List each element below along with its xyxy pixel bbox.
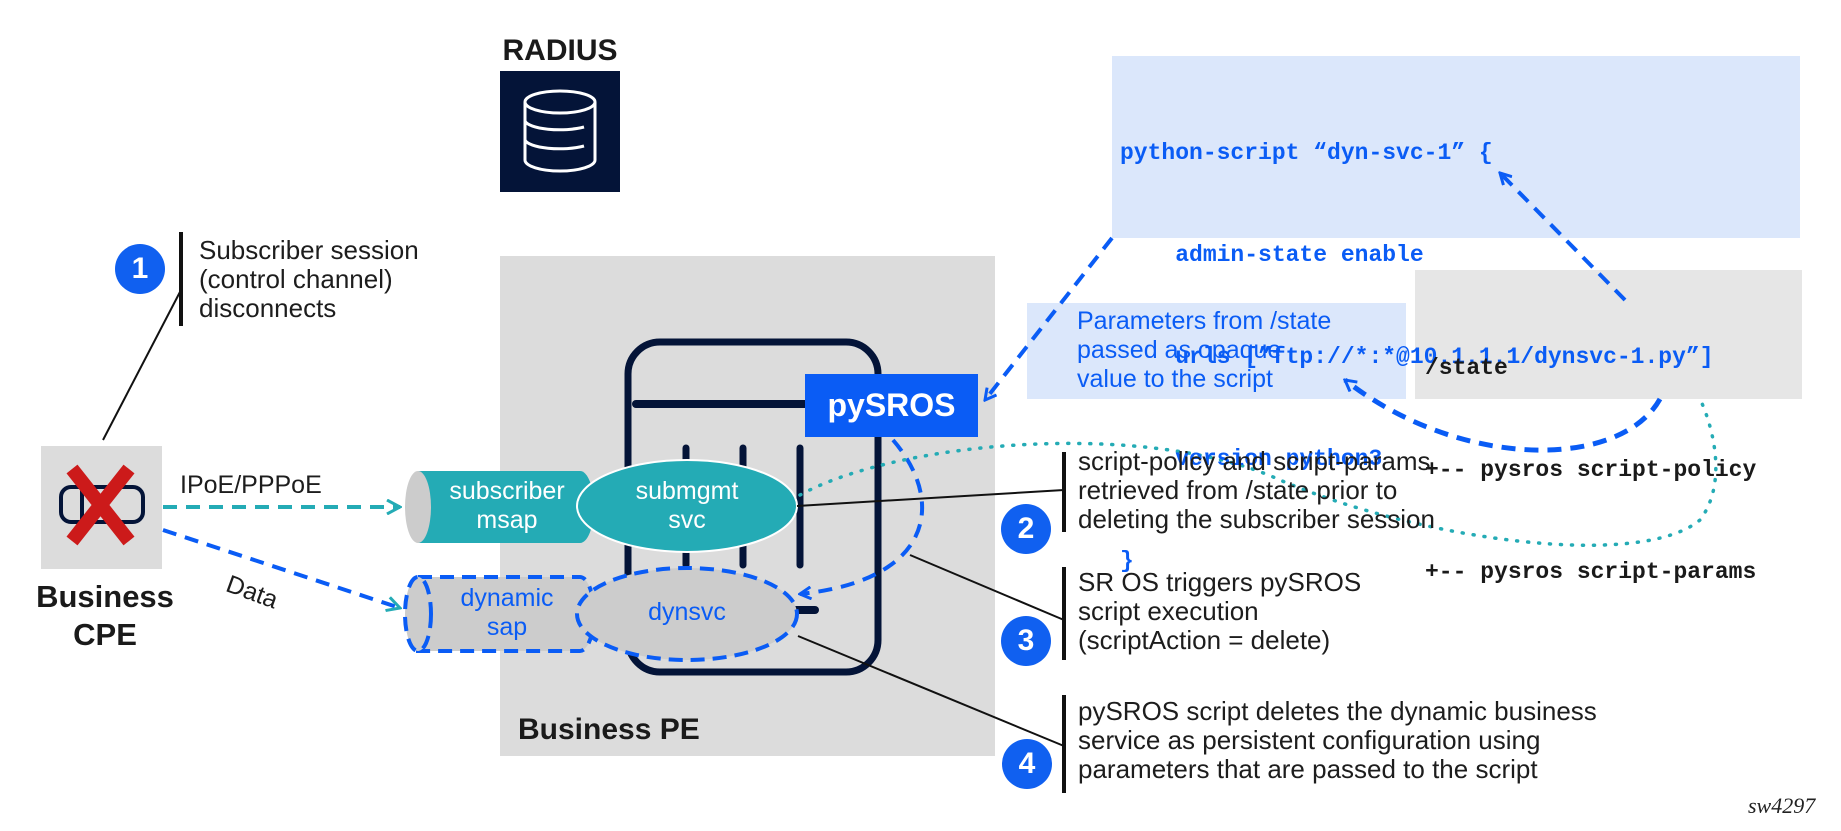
state-box [1415, 270, 1802, 399]
state-tree: /state +-- pysros script-policy +-- pysr… [1425, 283, 1756, 623]
radius-database-icon [500, 71, 620, 192]
dynsvc-label: dynsvc [648, 598, 726, 626]
step-line: script-policy and script-params [1078, 446, 1431, 476]
dynamic-sap-line2: sap [486, 613, 528, 641]
params-note-text: Parameters from /state passed as opaque … [1077, 307, 1331, 394]
step-line: disconnects [199, 293, 337, 323]
radius-label: RADIUS [502, 34, 618, 67]
step-3-badge: 3 [1001, 616, 1051, 666]
red-x-icon [66, 464, 135, 546]
dynsvc-ellipse [575, 566, 799, 662]
step-4-text: pySROS script deletes the dynamic busine… [1078, 697, 1597, 784]
python-script-box [1112, 56, 1800, 238]
params-line: passed as opaque [1077, 336, 1282, 364]
code-line: admin-state enable [1120, 242, 1424, 268]
step-4-bar [1062, 695, 1066, 793]
cpe-label-line1: Business [36, 579, 174, 614]
step-line: (control channel) [199, 264, 393, 294]
pysros-to-dynsvc-arrow [800, 438, 924, 594]
step-3-bar [1062, 567, 1066, 660]
ipoe-label: IPoE/PPPoE [180, 471, 322, 499]
subscriber-msap-line1: subscriber [449, 477, 565, 505]
code-line: urls [”ftp://*:*@10.1.1.1/dynsvc-1.py”] [1120, 344, 1714, 370]
step-1-text: Subscriber session (control channel) dis… [199, 236, 419, 323]
step-1-bar [179, 232, 183, 326]
step-line: script execution [1078, 596, 1259, 626]
script-to-pysros-arrow [985, 236, 1114, 400]
subscriber-msap-cylinder [405, 471, 594, 543]
dynamic-sap-label: dynamic sap [432, 584, 582, 642]
state-retrieval-dotted-path [798, 397, 1718, 547]
step-4-badge: 4 [1002, 739, 1052, 789]
step-3-text: SR OS triggers pySROS script execution (… [1078, 568, 1361, 655]
callout-line-3 [909, 554, 1065, 621]
step-line: Subscriber session [199, 235, 419, 265]
state-to-params-arrow [1345, 378, 1663, 453]
step-2-text: script-policy and script-params retrieve… [1078, 447, 1435, 534]
state-line: /state [1425, 355, 1508, 381]
submgmt-svc-line2: svc [668, 506, 706, 534]
step-line: (scriptAction = delete) [1078, 625, 1331, 655]
step-2-bar [1062, 452, 1066, 532]
business-pe-label: Business PE [518, 713, 700, 746]
state-line: +-- pysros script-params [1425, 559, 1757, 585]
submgmt-svc-line1: submgmt [635, 477, 739, 505]
params-line: value to the script [1077, 365, 1273, 393]
figure-id: sw4297 [1748, 793, 1816, 818]
step-line: pySROS script deletes the dynamic busine… [1078, 696, 1597, 726]
dynamic-sap-cylinder [403, 575, 596, 653]
step-2-badge: 2 [1001, 504, 1051, 554]
code-line: python-script “dyn-svc-1” { [1120, 140, 1493, 166]
step-line: deleting the subscriber session [1078, 504, 1435, 534]
python-script-code: python-script “dyn-svc-1” { admin-state … [1120, 68, 1714, 612]
params-line: Parameters from /state [1077, 307, 1332, 335]
step-line: parameters that are passed to the script [1078, 754, 1538, 784]
callout-line-2 [796, 489, 1065, 507]
state-to-url-arrow [1500, 173, 1627, 302]
code-line: version python3 [1120, 446, 1383, 472]
dynamic-sap-line1: dynamic [460, 584, 554, 612]
subscriber-msap-line2: msap [476, 506, 538, 534]
step-line: retrieved from /state prior to [1078, 475, 1398, 505]
code-line: } [1120, 548, 1134, 574]
step-line: SR OS triggers pySROS [1078, 567, 1362, 597]
step-1-badge: 1 [115, 244, 165, 294]
pysros-box: pySROS [805, 374, 978, 437]
callout-line-1 [102, 289, 182, 441]
state-line: +-- pysros script-policy [1425, 457, 1757, 483]
cpe-label-line2: CPE [73, 617, 137, 652]
cpe-label: Business CPE [20, 578, 190, 654]
subscriber-msap-label: subscriber msap [432, 477, 582, 535]
submgmt-svc-label: submgmt svc [607, 477, 767, 535]
data-arrow [162, 528, 400, 608]
callout-line-4 [797, 635, 1065, 747]
step-line: service as persistent configuration usin… [1078, 725, 1541, 755]
